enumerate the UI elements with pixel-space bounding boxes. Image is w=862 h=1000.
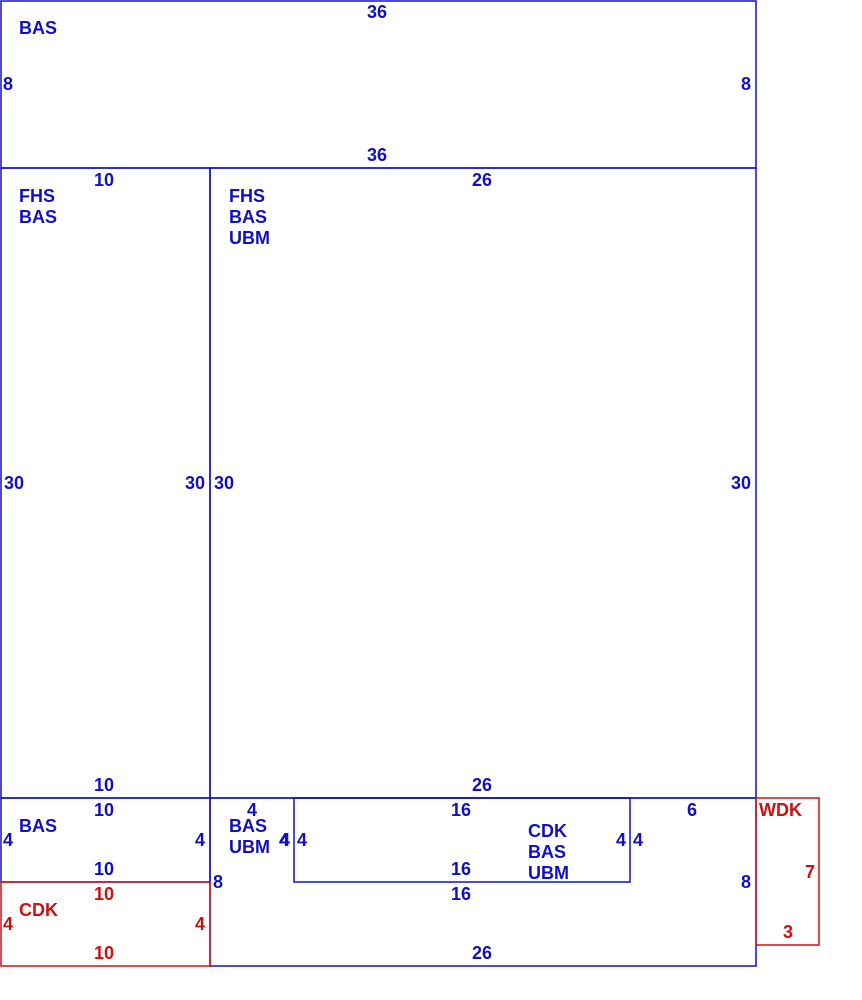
inner-room-dim-right: 4 bbox=[616, 830, 626, 850]
inner-room-dim-top: 16 bbox=[451, 800, 471, 820]
inner-room-dim-right-outer: 4 bbox=[633, 830, 643, 850]
inner-room-label-1: CDK bbox=[528, 821, 567, 841]
main-room-dim-right: 30 bbox=[731, 473, 751, 493]
inner-room-dim-bottom-outer: 16 bbox=[451, 884, 471, 904]
left-lower-room-dim-bottom: 10 bbox=[94, 859, 114, 879]
left-lower-room-dim-right: 4 bbox=[195, 830, 205, 850]
cdk-left-room-dim-bottom: 10 bbox=[94, 943, 114, 963]
main-room-dim-left: 30 bbox=[214, 473, 234, 493]
left-upper-room-dim-left: 30 bbox=[4, 473, 24, 493]
bottom-room-label-1: BAS bbox=[229, 816, 267, 836]
bottom-room-dim-top-right: 6 bbox=[687, 800, 697, 820]
top-room-dim-right: 8 bbox=[741, 74, 751, 94]
main-room-outline bbox=[209, 167, 757, 799]
wdk-room-outline bbox=[755, 797, 820, 946]
wdk-room-label-1: WDK bbox=[759, 800, 802, 820]
main-room-label-2: BAS bbox=[229, 207, 267, 227]
inner-room-dim-left: 4 bbox=[297, 830, 307, 850]
left-lower-room-dim-top: 10 bbox=[94, 800, 114, 820]
cdk-left-room-dim-top: 10 bbox=[94, 884, 114, 904]
bottom-room-dim-alcove-right: 4 bbox=[280, 830, 290, 850]
inner-room-label-3: UBM bbox=[528, 863, 569, 883]
inner-room-dim-left-outer: 4 bbox=[279, 830, 289, 850]
top-room-dim-bottom: 36 bbox=[367, 145, 387, 165]
bottom-room-dim-bottom: 26 bbox=[472, 943, 492, 963]
main-room-label-1: FHS bbox=[229, 186, 265, 206]
bottom-room-dim-right: 8 bbox=[741, 872, 751, 892]
cdk-left-room-label-1: CDK bbox=[19, 900, 58, 920]
cdk-left-room-dim-right: 4 bbox=[195, 914, 205, 934]
top-room-outline bbox=[0, 0, 757, 169]
inner-room-dim-bottom: 16 bbox=[451, 859, 471, 879]
left-lower-room-dim-left: 4 bbox=[3, 830, 13, 850]
bottom-room-dim-left: 8 bbox=[213, 872, 223, 892]
top-room-dim-top: 36 bbox=[367, 2, 387, 22]
left-upper-room-label-1: FHS bbox=[19, 186, 55, 206]
left-upper-room-outline bbox=[0, 167, 211, 799]
main-room-dim-bottom: 26 bbox=[472, 775, 492, 795]
inner-room-outline bbox=[293, 797, 631, 883]
main-room-dim-top: 26 bbox=[472, 170, 492, 190]
cdk-left-room-outline bbox=[0, 881, 211, 967]
left-upper-room-dim-top: 10 bbox=[94, 170, 114, 190]
inner-room-label-2: BAS bbox=[528, 842, 566, 862]
left-upper-room-dim-right: 30 bbox=[185, 473, 205, 493]
wdk-room-dim-bottom: 3 bbox=[783, 922, 793, 942]
top-room-label-1: BAS bbox=[19, 18, 57, 38]
wdk-room-dim-right: 7 bbox=[805, 862, 815, 882]
left-lower-room-label-1: BAS bbox=[19, 816, 57, 836]
main-room-label-3: UBM bbox=[229, 228, 270, 248]
bottom-room-dim-top-left: 4 bbox=[247, 800, 257, 820]
top-room-dim-left: 8 bbox=[3, 74, 13, 94]
bottom-room-label-2: UBM bbox=[229, 837, 270, 857]
left-upper-room-label-2: BAS bbox=[19, 207, 57, 227]
cdk-left-room-dim-left: 4 bbox=[3, 914, 13, 934]
left-upper-room-dim-bottom: 10 bbox=[94, 775, 114, 795]
